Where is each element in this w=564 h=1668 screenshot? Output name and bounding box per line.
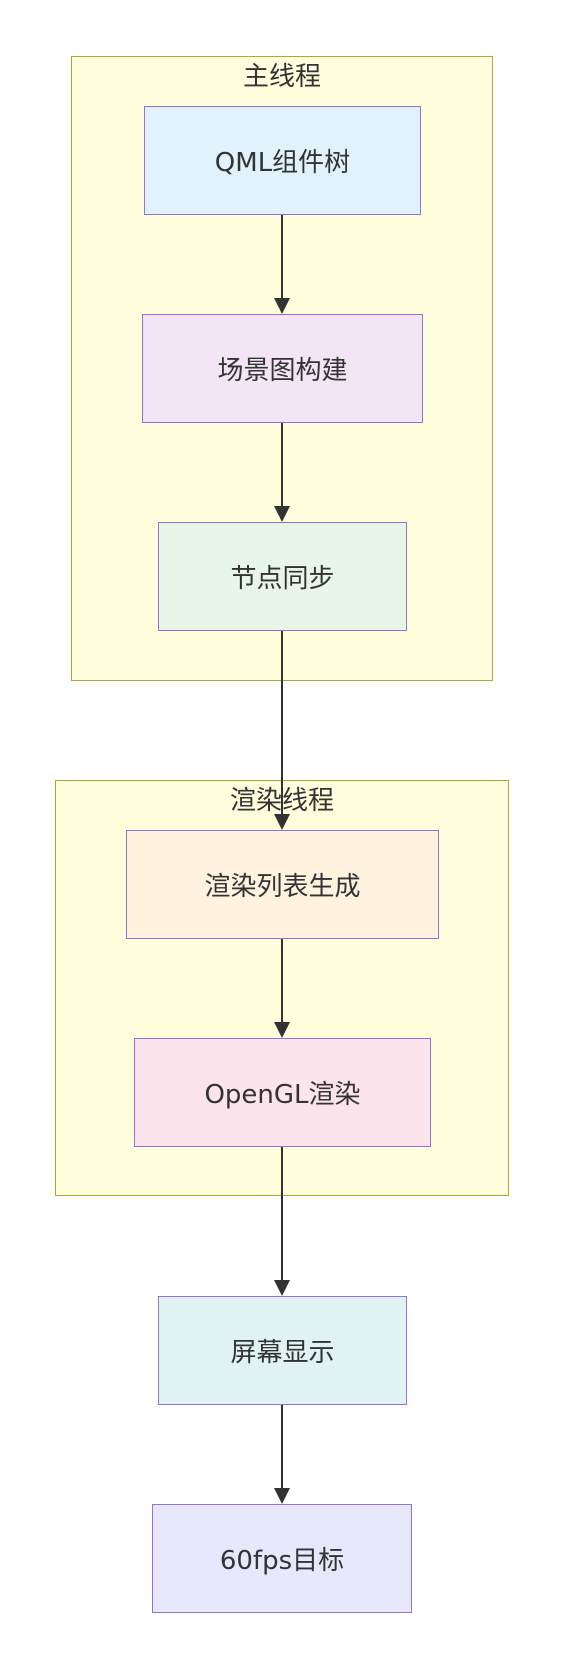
edge-qml-to-scene xyxy=(274,215,290,314)
cluster-main-thread-title: 主线程 xyxy=(242,62,321,92)
node-scene-graph-build: 场景图构建 xyxy=(142,314,423,423)
node-qml-component-tree: QML组件树 xyxy=(144,106,421,215)
node-render-list-generation: 渲染列表生成 xyxy=(126,830,439,939)
node-screen-display: 屏幕显示 xyxy=(158,1296,407,1405)
node-node-sync: 节点同步 xyxy=(158,522,407,631)
edge-scene-to-sync xyxy=(274,423,290,522)
node-60fps-target: 60fps目标 xyxy=(152,1504,412,1613)
edge-sync-to-renderlist xyxy=(274,631,290,830)
edge-opengl-to-screen xyxy=(274,1147,290,1296)
node-opengl-render: OpenGL渲染 xyxy=(134,1038,431,1147)
edge-screen-to-fps xyxy=(274,1405,290,1504)
edge-renderlist-to-opengl xyxy=(274,939,290,1038)
